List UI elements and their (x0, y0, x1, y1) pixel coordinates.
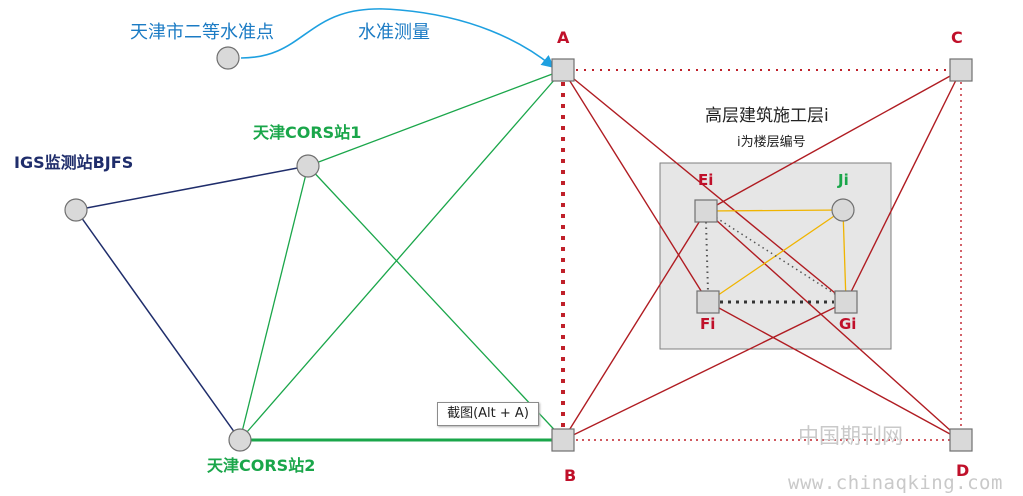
c-gi-line (845, 69, 962, 303)
a-fi-line (562, 69, 709, 303)
cors2-node (228, 428, 252, 452)
cors1-b-line (307, 165, 564, 440)
d-fi-line (707, 301, 962, 441)
cors2-a-line (239, 69, 564, 441)
fi-label: Fi (700, 315, 716, 333)
ei-fi-dotted (705, 221, 709, 293)
a-node (551, 58, 575, 82)
cors1-cors2-line (239, 165, 309, 441)
ji-node (831, 198, 855, 222)
cors2-label: 天津CORS站2 (207, 456, 316, 475)
b-ei-line (562, 210, 707, 441)
ji-label: Ji (838, 171, 849, 189)
ei-node (694, 199, 718, 223)
gi-label: Gi (839, 315, 857, 333)
point-d-label: D (956, 461, 970, 480)
point-b-label: B (564, 466, 577, 485)
igs-label: IGS监测站BJFS (14, 153, 134, 172)
d-ei-line (705, 210, 962, 441)
igs-node (64, 198, 88, 222)
cors1-label: 天津CORS站1 (253, 123, 362, 142)
ei-label: Ei (698, 171, 714, 189)
building-note: i为楼层编号 (737, 135, 806, 150)
fi-node (696, 290, 720, 314)
leveling-arrow (240, 8, 555, 69)
cors1-node (296, 154, 320, 178)
leveling-label: 水准测量 (358, 22, 430, 43)
igs-cors1-line (75, 165, 309, 211)
gi-node (834, 290, 858, 314)
c-node (949, 58, 973, 82)
benchmark-node (216, 46, 240, 70)
point-c-label: C (951, 28, 963, 47)
b-node (551, 428, 575, 452)
building-title: 高层建筑施工层i (705, 106, 829, 126)
watermark-url: www.chinaqking.com (788, 472, 1003, 494)
gi-ji-line (842, 209, 847, 303)
ei-ji-line (705, 209, 844, 212)
cors1-a-line (307, 69, 564, 167)
a-gi-line (562, 69, 847, 303)
screenshot-tooltip: 截图(Alt + A) (437, 402, 539, 426)
igs-cors2-line (75, 209, 241, 441)
b-gi-line (562, 301, 847, 441)
c-ei-line (705, 69, 962, 212)
watermark-cn: 中国期刊网 (798, 424, 903, 448)
d-node (949, 428, 973, 452)
benchmark-label: 天津市二等水准点 (130, 22, 274, 43)
point-a-label: A (557, 28, 570, 47)
